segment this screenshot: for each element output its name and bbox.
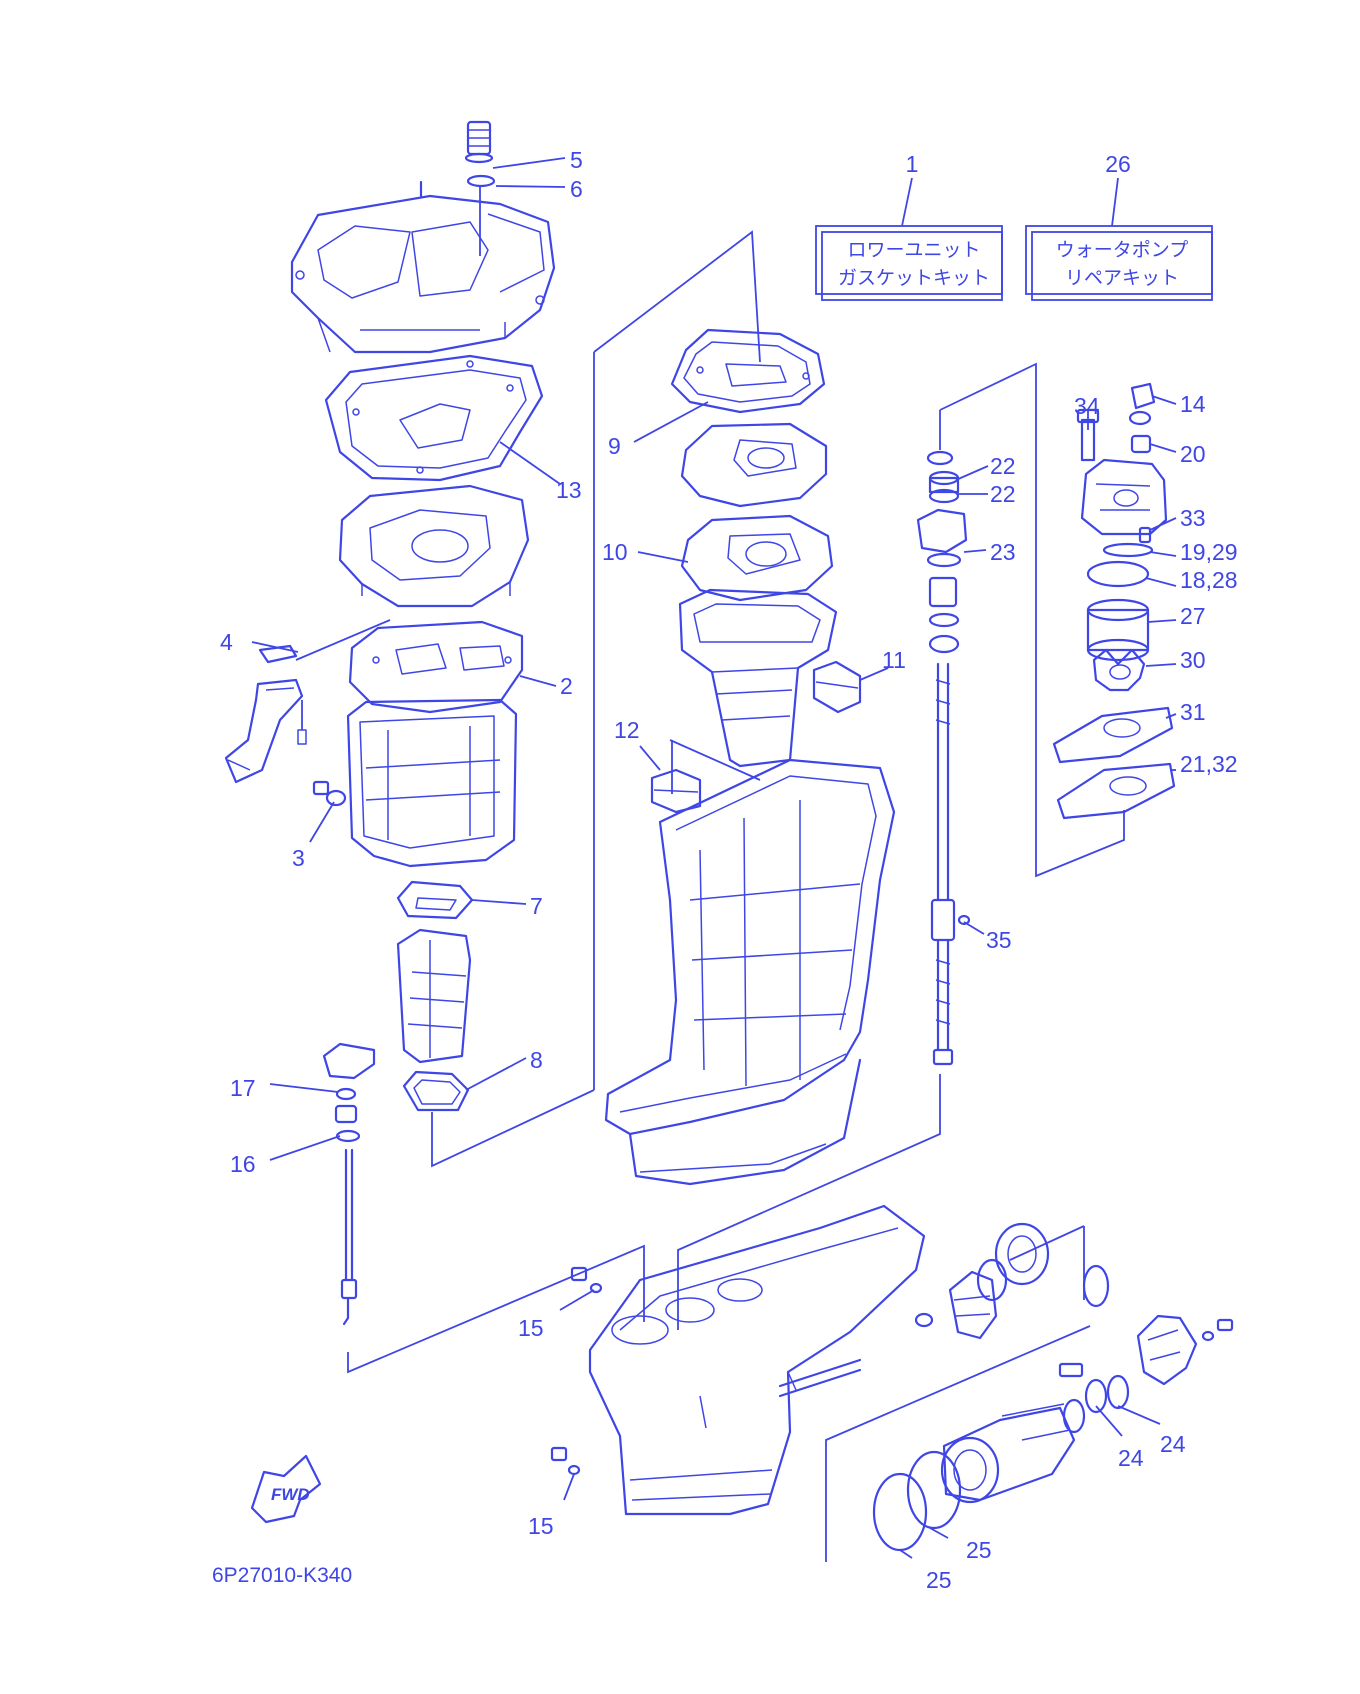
- kit-lower-unit-line1: ロワーユニット: [847, 239, 980, 261]
- callout-25-right: 25: [966, 1537, 992, 1563]
- kit-water-pump-line2: リペアキット: [1065, 267, 1179, 289]
- exhaust-manifold: [678, 588, 838, 768]
- callout-34: 34: [1074, 393, 1100, 419]
- part-3-bolt: [312, 780, 347, 807]
- drive-shaft-assembly: [916, 450, 971, 1066]
- callout-21-32: 21,32: [1180, 751, 1238, 777]
- callout-12: 12: [614, 717, 640, 743]
- callout-26: 26: [1105, 151, 1131, 177]
- callout-15-upper: 15: [518, 1315, 544, 1341]
- callout-7: 7: [530, 893, 543, 919]
- water-pump-assembly: [1052, 382, 1176, 820]
- callout-25-left: 25: [926, 1567, 952, 1593]
- part-5-plug: [464, 120, 494, 164]
- exhaust-plate: [338, 484, 530, 608]
- callout-18-28: 18,28: [1180, 567, 1238, 593]
- upper-casing: [290, 180, 556, 354]
- part-15-bolt-lower: [550, 1446, 581, 1476]
- leader-lines: [251, 157, 1177, 1562]
- callout-23: 23: [990, 539, 1016, 565]
- part-15-bolt-upper: [570, 1266, 603, 1294]
- callout-24-right: 24: [1160, 1431, 1186, 1457]
- callout-24-left: 24: [1118, 1445, 1144, 1471]
- callout-19-29: 19,29: [1180, 539, 1238, 565]
- kit-box-water-pump: ウォータポンプ リペアキット: [1025, 225, 1213, 301]
- part-6-o-ring: [466, 174, 496, 188]
- oil-pan: [346, 698, 518, 868]
- callout-labels: 1 2 3 4 5 6 7 8 9 10 11 12 13 14 15 15 1…: [220, 147, 1238, 1593]
- prop-shaft-housing: [940, 1314, 1234, 1504]
- mount-plate: [680, 422, 828, 508]
- callout-17: 17: [230, 1075, 256, 1101]
- lower-case: [588, 1204, 926, 1516]
- callout-6: 6: [570, 176, 583, 202]
- fwd-label: FWD: [271, 1485, 310, 1504]
- gear-assembly: [914, 1222, 1110, 1340]
- part-13-gasket: [324, 354, 544, 482]
- callout-3: 3: [292, 845, 305, 871]
- callout-14: 14: [1180, 391, 1206, 417]
- shift-rod-assembly: [322, 1042, 376, 1326]
- callout-33: 33: [1180, 505, 1206, 531]
- part-2-gasket: [348, 620, 524, 714]
- callout-35: 35: [986, 927, 1012, 953]
- callout-11: 11: [882, 647, 906, 673]
- callout-27: 27: [1180, 603, 1206, 629]
- upper-case: [604, 758, 896, 1186]
- part-25-o-ring-b: [872, 1472, 928, 1552]
- callout-30: 30: [1180, 647, 1206, 673]
- part-10-gasket: [680, 514, 834, 602]
- part-7-gasket: [396, 880, 474, 920]
- kit-box-lower-unit: ロワーユニット ガスケットキット: [815, 225, 1003, 301]
- exhaust-guide: [396, 928, 472, 1064]
- callout-1: 1: [906, 151, 919, 177]
- oil-strainer: [224, 678, 307, 784]
- part-9-gasket: [670, 328, 826, 414]
- callout-22-upper: 22: [990, 453, 1016, 479]
- part-25-o-ring-a: [906, 1450, 962, 1530]
- part-8-seal: [402, 1070, 470, 1112]
- callout-10: 10: [602, 539, 628, 565]
- kit-lower-unit-line2: ガスケットキット: [838, 267, 990, 289]
- callout-2: 2: [560, 673, 573, 699]
- callout-15-lower: 15: [528, 1513, 554, 1539]
- kit-water-pump-line1: ウォータポンプ: [1056, 239, 1188, 261]
- callout-22-lower: 22: [990, 481, 1016, 507]
- callout-16: 16: [230, 1151, 256, 1177]
- callout-5: 5: [570, 147, 583, 173]
- callout-8: 8: [530, 1047, 543, 1073]
- callout-13: 13: [556, 477, 582, 503]
- callout-9: 9: [608, 433, 621, 459]
- callout-4: 4: [220, 629, 233, 655]
- drawing-code: 6P27010-K340: [212, 1564, 352, 1587]
- part-12-mount: [650, 768, 702, 814]
- part-11-mount: [812, 660, 862, 714]
- callout-20: 20: [1180, 441, 1206, 467]
- fwd-arrow-icon: FWD: [250, 1454, 322, 1524]
- callout-31: 31: [1180, 699, 1206, 725]
